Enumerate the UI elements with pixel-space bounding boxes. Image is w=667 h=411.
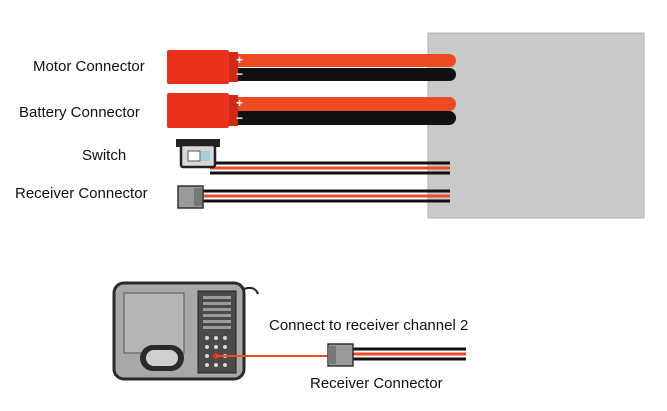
battery-plus-mark: + (236, 96, 243, 110)
receiver-unit (112, 281, 259, 381)
battery-wires (220, 97, 456, 125)
battery-minus-mark: − (236, 111, 243, 125)
receiver-wires (200, 189, 450, 203)
motor-connector-label: Motor Connector (33, 58, 145, 75)
channel-note-label: Connect to receiver channel 2 (269, 317, 469, 334)
motor-plus-mark: + (236, 53, 243, 67)
switch-label: Switch (82, 147, 127, 164)
switch-body (176, 139, 220, 169)
motor-wires (220, 54, 456, 81)
motor-minus-mark: − (236, 67, 243, 81)
battery-connector (167, 93, 238, 128)
receiver-connector-top (177, 185, 204, 209)
receiver-connector-label: Receiver Connector (15, 185, 148, 202)
receiver-connector-bottom (327, 343, 354, 367)
esc-body (427, 32, 645, 219)
motor-connector (167, 50, 238, 84)
receiver-wires-bottom (350, 347, 466, 361)
battery-connector-label: Battery Connector (19, 104, 140, 121)
switch-wires (210, 161, 450, 175)
receiver-connector-bottom-label: Receiver Connector (310, 375, 443, 392)
